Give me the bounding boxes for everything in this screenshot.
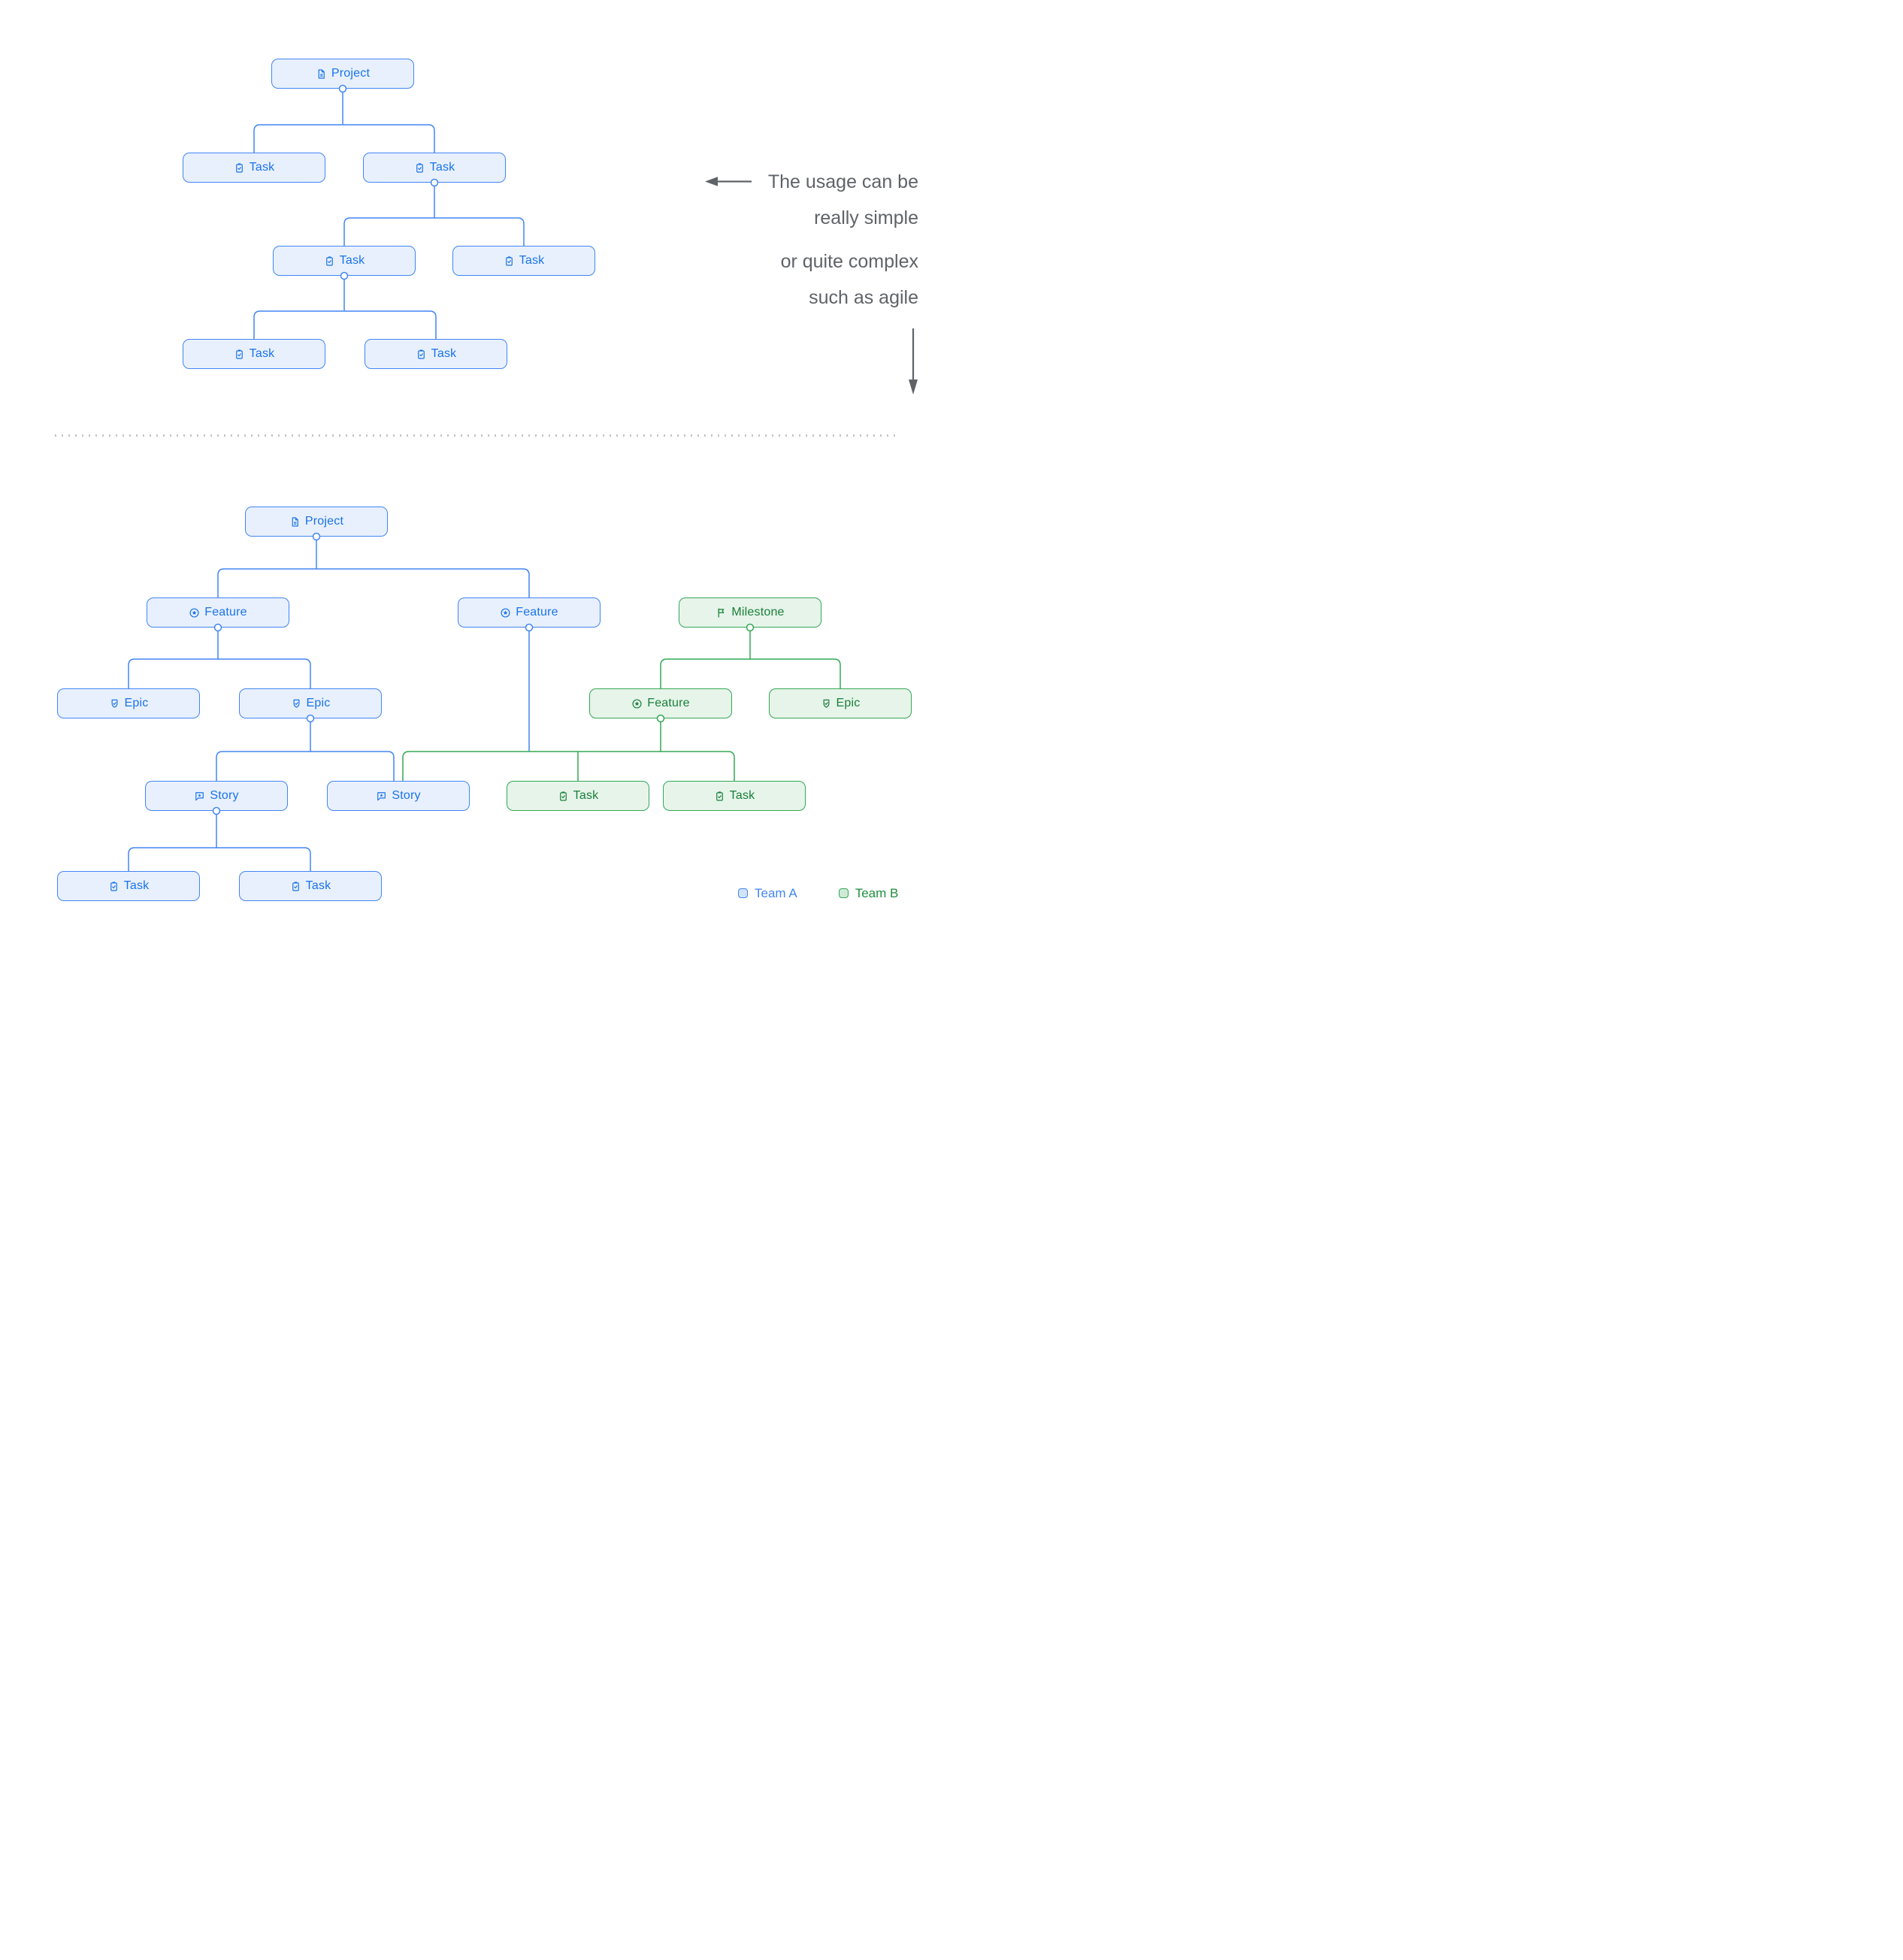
- epic-icon: [109, 698, 120, 709]
- node-task: Task: [183, 153, 325, 183]
- node-feature: Feature: [458, 597, 601, 628]
- node-label: Epic: [836, 697, 861, 709]
- legend-label-team-a: Team A: [755, 886, 797, 900]
- down-arrow-icon: [909, 328, 918, 395]
- node-label: Task: [519, 254, 545, 267]
- epic-icon: [291, 698, 302, 709]
- node-label: Project: [331, 67, 371, 80]
- node-milestone: Milestone: [679, 597, 821, 628]
- task-icon: [324, 256, 335, 267]
- node-task: Task: [663, 781, 806, 811]
- task-icon: [290, 881, 301, 892]
- task-icon: [234, 349, 245, 360]
- node-story: Story: [145, 781, 288, 811]
- story-icon: [376, 791, 387, 802]
- node-label: Milestone: [731, 606, 785, 619]
- task-icon: [108, 881, 120, 892]
- node-feature: Feature: [589, 688, 732, 718]
- legend: Team A Team B: [738, 887, 898, 900]
- legend-label-team-b: Team B: [855, 886, 899, 900]
- node-task: Task: [452, 246, 595, 276]
- task-icon: [504, 256, 515, 267]
- node-label: Task: [573, 789, 599, 802]
- task-icon: [416, 349, 427, 360]
- node-label: Task: [339, 254, 365, 267]
- node-task: Task: [57, 871, 200, 901]
- story-icon: [194, 791, 205, 802]
- annotation-line: such as agile: [809, 287, 918, 308]
- node-task: Task: [239, 871, 382, 901]
- node-epic: Epic: [769, 688, 912, 718]
- dotted-divider: [55, 434, 898, 437]
- node-feature: Feature: [147, 597, 289, 628]
- task-icon: [234, 162, 245, 174]
- node-project: Project: [271, 59, 414, 89]
- document-icon: [316, 68, 327, 80]
- document-icon: [289, 516, 301, 528]
- node-label: Task: [249, 161, 275, 174]
- node-project: Project: [245, 507, 388, 537]
- annotation-line: The usage can be: [767, 171, 918, 192]
- node-label: Story: [392, 789, 421, 802]
- node-task: Task: [183, 339, 325, 369]
- node-epic: Epic: [239, 688, 382, 718]
- node-label: Story: [210, 789, 239, 802]
- node-label: Task: [729, 789, 755, 802]
- node-label: Project: [304, 515, 344, 528]
- node-label: Feature: [647, 697, 690, 709]
- tree-connectors: [128, 84, 841, 871]
- node-label: Task: [305, 879, 331, 892]
- node-label: Feature: [204, 606, 247, 619]
- diagram-page: The usage can be really simple or quite …: [0, 0, 952, 980]
- node-label: Task: [249, 347, 275, 360]
- legend-item-team-a: Team A: [738, 887, 797, 900]
- legend-item-team-b: Team B: [838, 886, 899, 900]
- task-icon: [414, 162, 425, 174]
- annotation-line: really simple: [814, 207, 918, 228]
- node-story: Story: [327, 781, 470, 811]
- task-icon: [558, 791, 569, 802]
- node-label: Task: [123, 879, 150, 892]
- node-task: Task: [365, 339, 507, 369]
- node-task: Task: [507, 781, 649, 811]
- node-task: Task: [273, 246, 416, 276]
- feature-icon: [189, 607, 200, 619]
- node-task: Task: [363, 153, 506, 183]
- feature-icon: [500, 607, 511, 619]
- left-arrow-icon: [705, 177, 752, 186]
- milestone-icon: [716, 607, 727, 619]
- task-icon: [714, 791, 725, 802]
- team-a-swatch-icon: [738, 888, 748, 898]
- annotation-text: The usage can be really simple or quite …: [768, 164, 918, 316]
- node-label: Epic: [306, 697, 331, 709]
- node-label: Feature: [516, 606, 558, 619]
- node-label: Epic: [124, 697, 149, 709]
- feature-icon: [631, 698, 643, 709]
- node-label: Task: [429, 161, 455, 174]
- team-b-swatch-icon: [838, 888, 849, 898]
- node-epic: Epic: [57, 688, 200, 718]
- epic-icon: [821, 698, 832, 709]
- annotation-line: or quite complex: [780, 251, 918, 272]
- node-label: Task: [431, 347, 457, 360]
